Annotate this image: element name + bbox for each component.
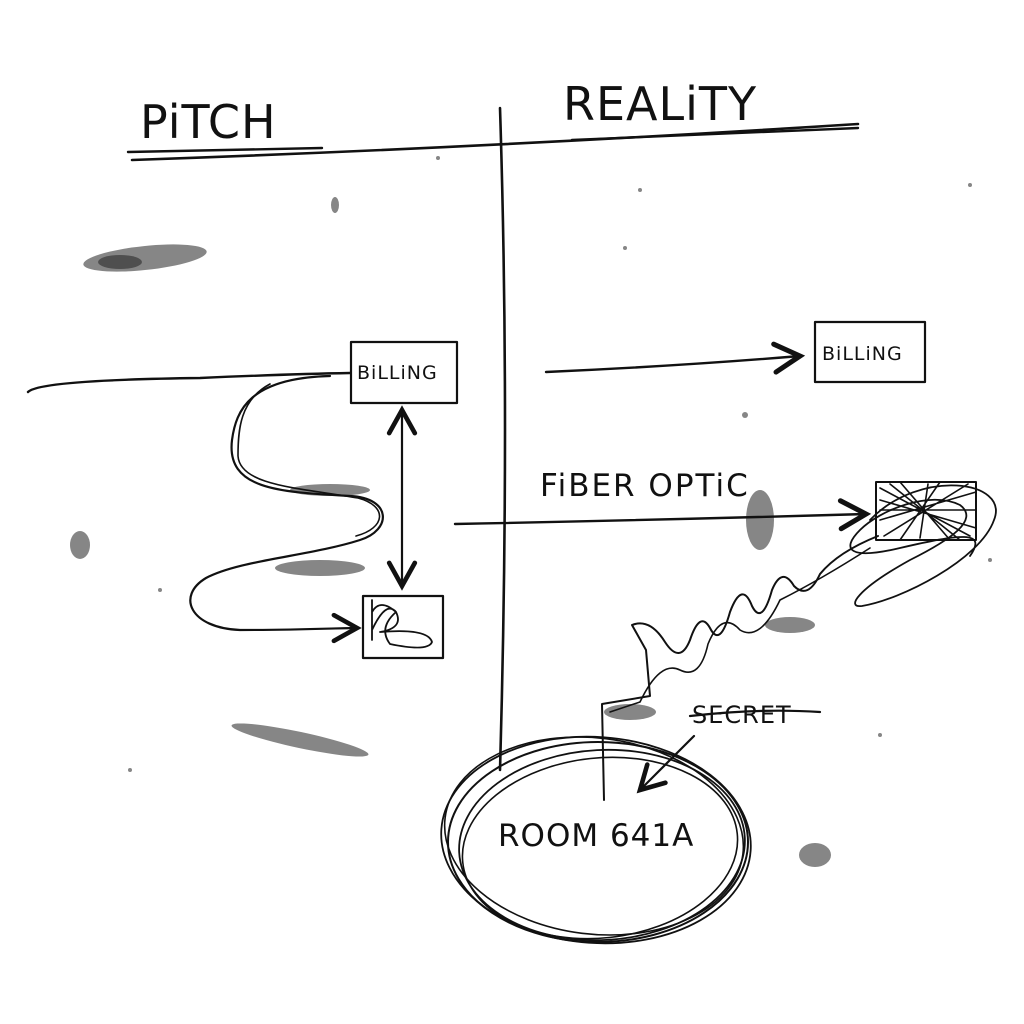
left-winding-path-arrow — [189, 374, 384, 644]
room-641a-circle: ROOM 641A — [440, 735, 752, 945]
left-billing-label: BiLLiNG — [357, 362, 438, 384]
divider-vertical — [498, 106, 507, 772]
left-billing-box: BiLLiNG — [349, 340, 459, 405]
tap-wire-echo — [609, 547, 871, 713]
secret-strikethrough — [688, 709, 822, 718]
header-pitch: PiTCH — [140, 95, 277, 149]
divider-horizontal — [130, 122, 860, 162]
left-winding-path-echo — [237, 383, 381, 537]
fiber-optic-arrow — [453, 498, 872, 532]
right-billing-label: BiLLiNG — [822, 343, 903, 365]
right-billing-arrow — [544, 341, 806, 375]
smudge-marks — [70, 156, 992, 867]
scribbled-box — [849, 481, 997, 607]
room-641a-label: ROOM 641A — [498, 818, 694, 854]
header-reality: REALiTY — [563, 77, 757, 131]
fiber-optic-label: FiBER OPTiC — [540, 468, 750, 504]
left-small-box — [361, 594, 445, 660]
header-underline-pitch — [126, 146, 324, 154]
secret-arrow — [636, 734, 696, 794]
tap-wire-zigzag — [601, 535, 879, 801]
left-input-line — [26, 371, 352, 394]
right-billing-box: BiLLiNG — [813, 320, 927, 384]
